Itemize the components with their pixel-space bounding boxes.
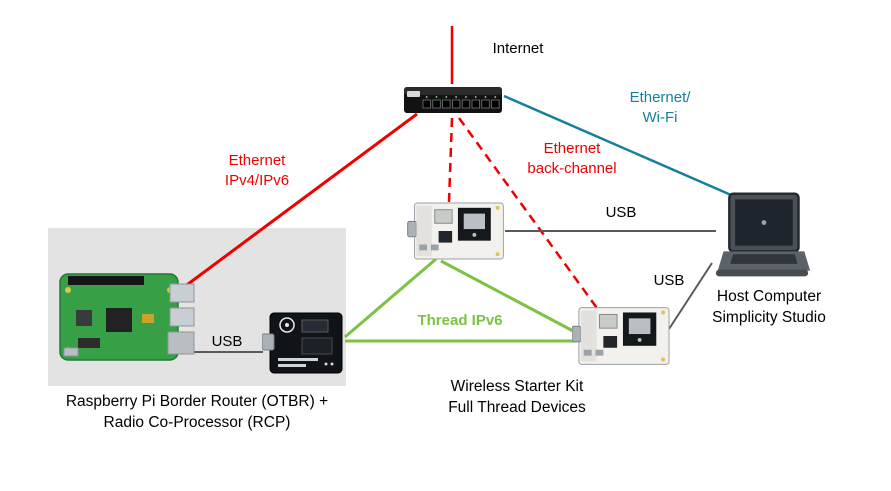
thread-line-wstk1-wstk2 (440, 259, 593, 343)
usb-label-rcp: USB (211, 333, 243, 350)
laptop-image (712, 192, 812, 280)
border-router-caption: Raspberry Pi Border Router (OTBR) + Radi… (65, 393, 329, 431)
raspberry-pi-image (58, 258, 196, 366)
usb-label-wstk2: USB (653, 272, 685, 289)
ethernet-ipv4-ipv6-label: Ethernet IPv4/IPv6 (224, 152, 290, 190)
ethernet-wifi-line (503, 94, 755, 207)
internet-label: Internet (492, 40, 544, 57)
backchannel-line-2 (457, 117, 604, 316)
host-caption: Host Computer Simplicity Studio (712, 288, 826, 326)
wstk-board-2-image (572, 306, 670, 366)
ethernet-backchannel-label: Ethernet back-channel (527, 140, 617, 178)
wstk-caption: Wireless Starter Kit Full Thread Devices (448, 378, 586, 416)
ethernet-wifi-label: Ethernet/ Wi-Fi (629, 89, 691, 127)
network-switch-image (403, 80, 503, 116)
usb-line-wstk2 (668, 262, 713, 330)
thread-line-rcp-wstk1 (344, 257, 437, 339)
usb-label-wstk1: USB (605, 204, 637, 221)
rcp-board-image (262, 312, 344, 374)
thread-ipv6-label: Thread IPv6 (417, 312, 503, 329)
wstk-board-1-image (407, 202, 505, 260)
ethernet-ipv4-line (179, 112, 418, 292)
backchannel-line-1 (447, 117, 454, 203)
